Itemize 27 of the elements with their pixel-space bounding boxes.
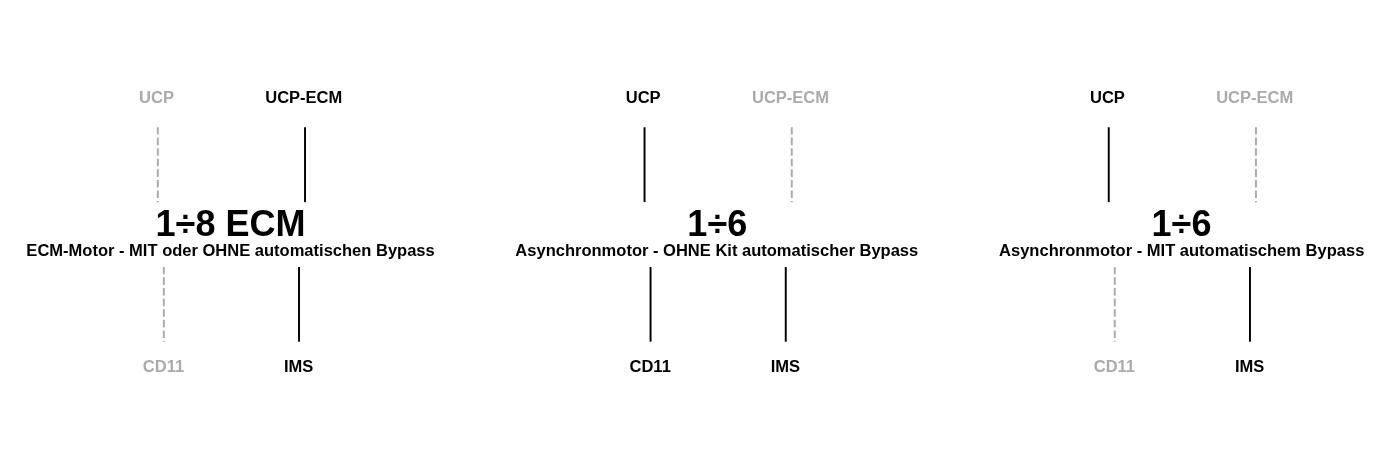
node-text: UCP <box>625 87 661 107</box>
connector <box>1107 125 1110 203</box>
connector <box>1248 265 1251 343</box>
connector <box>304 125 306 203</box>
connector <box>162 265 165 343</box>
node-text: UCP <box>1089 87 1125 107</box>
connector <box>643 125 646 203</box>
connector <box>156 125 159 203</box>
node-text: CD11 <box>1093 356 1136 376</box>
connector <box>784 265 787 343</box>
node-text: 1÷6 Asynchronmotor - OHNE Kit automatischer Bypass <box>515 202 919 260</box>
connector <box>790 125 793 203</box>
connector <box>298 265 300 343</box>
node-text: CD11 <box>142 356 185 376</box>
node-text: 1÷6 Asynchronmotor - MIT automatischem Bypass <box>999 202 1365 260</box>
node-text: UCP-ECM <box>751 87 830 107</box>
node-text: UCP <box>139 87 174 107</box>
node-text: CD11 <box>629 356 671 376</box>
node-text: IMS <box>284 356 314 376</box>
connector <box>1255 125 1257 203</box>
node-text: 1÷8 ECM ECM-Motor - MIT oder OHNE automatischen Bypass <box>26 202 435 260</box>
node-text: UCP-ECM <box>1216 87 1294 107</box>
connector <box>649 265 652 343</box>
node-text: IMS <box>1234 356 1265 376</box>
node-text: IMS <box>770 356 801 376</box>
connector <box>1113 265 1116 343</box>
node-text: UCP-ECM <box>265 87 343 107</box>
